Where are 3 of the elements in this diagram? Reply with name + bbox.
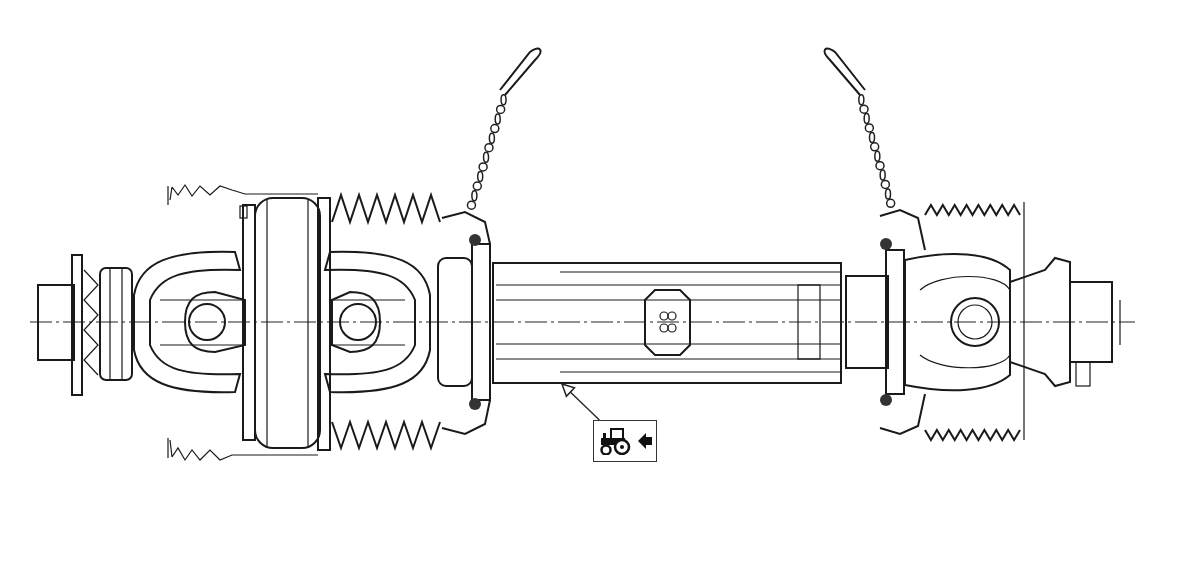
pictogram-label <box>593 420 657 462</box>
leader-line <box>561 383 601 421</box>
guard-tube <box>492 262 842 384</box>
